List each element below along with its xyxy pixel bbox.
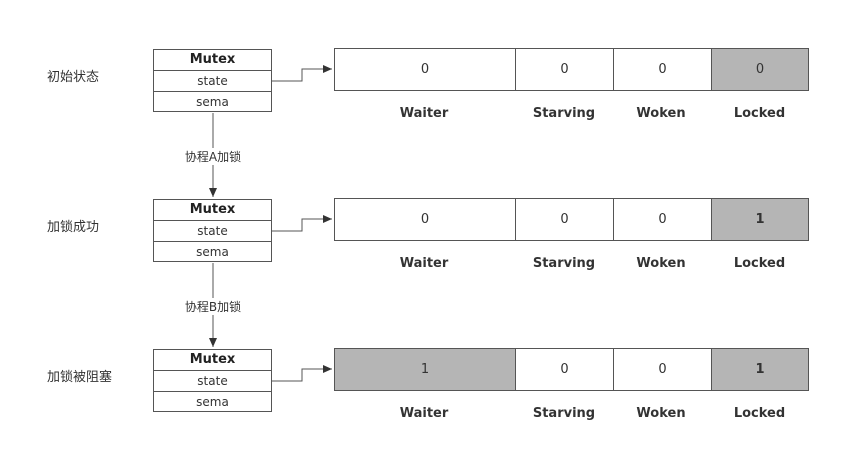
- mutex-title: Mutex: [189, 202, 236, 217]
- mutex-box-locked: Mutex state sema: [153, 199, 272, 262]
- mutex-field-sema: sema: [154, 90, 271, 111]
- field-label-woken: Woken: [636, 256, 686, 271]
- waiter-cell: 0: [420, 212, 430, 227]
- locked-cell: 1: [711, 349, 808, 390]
- starving-cell: 0: [515, 349, 613, 390]
- field-label-waiter: Waiter: [399, 106, 449, 121]
- state-to-bits-arrow-2: [272, 215, 332, 232]
- locked-cell: 0: [711, 49, 808, 90]
- mutex-title: Mutex: [189, 352, 236, 367]
- mutex-field-sema: sema: [154, 390, 271, 411]
- woken-cell: 0: [613, 349, 711, 390]
- state-bits-locked: 0 0 0 1: [334, 198, 809, 241]
- field-label-locked: Locked: [733, 256, 786, 271]
- state-to-bits-arrow-3: [272, 365, 332, 382]
- stage-label-initial: 初始状态: [47, 70, 100, 85]
- waiter-cell: 1: [335, 349, 515, 390]
- field-label-locked: Locked: [733, 406, 786, 421]
- mutex-field-state: state: [154, 70, 271, 90]
- field-label-woken: Woken: [636, 106, 686, 121]
- stage-label-locked: 加锁成功: [47, 220, 100, 235]
- mutex-title: Mutex: [189, 52, 236, 67]
- locked-cell: 1: [711, 199, 808, 240]
- state-bits-initial: 0 0 0 0: [334, 48, 809, 91]
- mutex-box-initial: Mutex state sema: [153, 49, 272, 112]
- mutex-box-blocked: Mutex state sema: [153, 349, 272, 412]
- woken-cell: 0: [613, 199, 711, 240]
- field-label-waiter: Waiter: [399, 256, 449, 271]
- field-label-locked: Locked: [733, 106, 786, 121]
- woken-cell: 0: [613, 49, 711, 90]
- waiter-cell: 0: [420, 62, 430, 77]
- transition-label-a: 协程A加锁: [178, 148, 248, 165]
- stage-label-blocked: 加锁被阻塞: [47, 370, 113, 385]
- starving-cell: 0: [515, 199, 613, 240]
- field-label-starving: Starving: [532, 406, 596, 421]
- transition-label-b: 协程B加锁: [178, 298, 248, 315]
- mutex-field-sema: sema: [154, 240, 271, 261]
- field-label-starving: Starving: [532, 256, 596, 271]
- state-to-bits-arrow-1: [272, 65, 332, 82]
- field-label-waiter: Waiter: [399, 406, 449, 421]
- field-label-starving: Starving: [532, 106, 596, 121]
- mutex-field-state: state: [154, 220, 271, 240]
- state-bits-blocked: 1 0 0 1: [334, 348, 809, 391]
- mutex-field-state: state: [154, 370, 271, 390]
- starving-cell: 0: [515, 49, 613, 90]
- field-label-woken: Woken: [636, 406, 686, 421]
